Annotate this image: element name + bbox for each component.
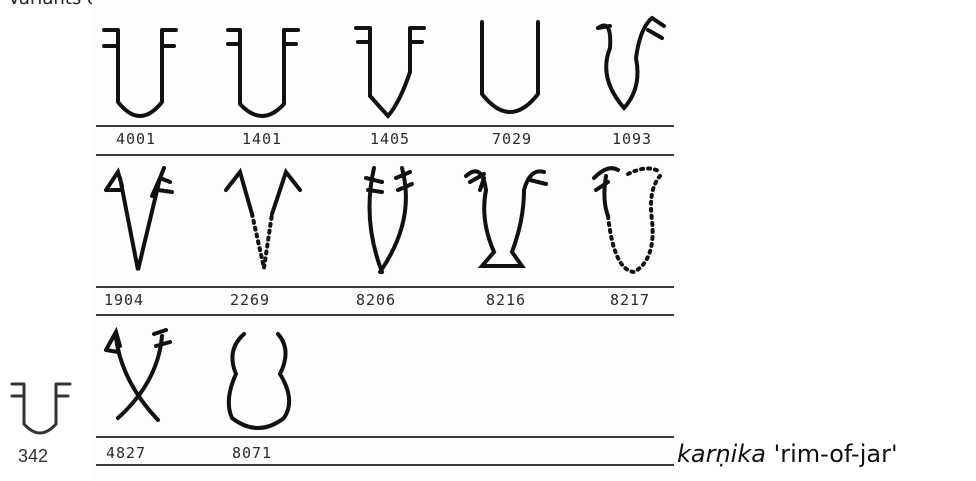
caption-gloss: 'rim-of-jar' [774, 440, 898, 468]
row-divider [96, 436, 674, 438]
sign-number-label: 1093 [612, 130, 652, 148]
sign-7029-icon [470, 12, 550, 122]
sign-number-label: 4827 [106, 444, 146, 462]
sign-number-label: 1405 [370, 130, 410, 148]
sign-8206-icon [352, 160, 432, 280]
sign-number-label: 8071 [232, 444, 272, 462]
row-divider [96, 154, 674, 156]
sign-number-label: 1904 [104, 291, 144, 309]
sign-number-label: 7029 [492, 130, 532, 148]
side-sign-label: 342 [18, 446, 48, 467]
sign-number-label: 8217 [610, 291, 650, 309]
gloss-caption: karṇika 'rim-of-jar' [677, 440, 898, 468]
jar-rim-sign-icon [10, 372, 74, 446]
sign-4001-icon [100, 12, 180, 122]
sign-1904-icon [100, 160, 180, 280]
sign-number-label: 4001 [116, 130, 156, 148]
sign-8071-icon [218, 330, 308, 440]
sign-4827-icon [98, 322, 188, 432]
sign-number-label: 2269 [230, 291, 270, 309]
caption-word: karṇika [677, 440, 766, 468]
sign-1401-icon [222, 12, 302, 122]
sign-number-label: 8206 [356, 291, 396, 309]
sign-8217-icon [586, 160, 676, 280]
sign-number-label: 8216 [486, 291, 526, 309]
row-divider [96, 286, 674, 288]
row-divider [96, 464, 674, 466]
sign-8216-icon [460, 160, 560, 280]
sign-1405-icon [350, 12, 430, 122]
row-divider [96, 125, 674, 127]
sign-2269-icon [220, 160, 310, 280]
sign-number-label: 1401 [242, 130, 282, 148]
sign-1093-icon [590, 8, 670, 118]
row-divider [96, 314, 674, 316]
